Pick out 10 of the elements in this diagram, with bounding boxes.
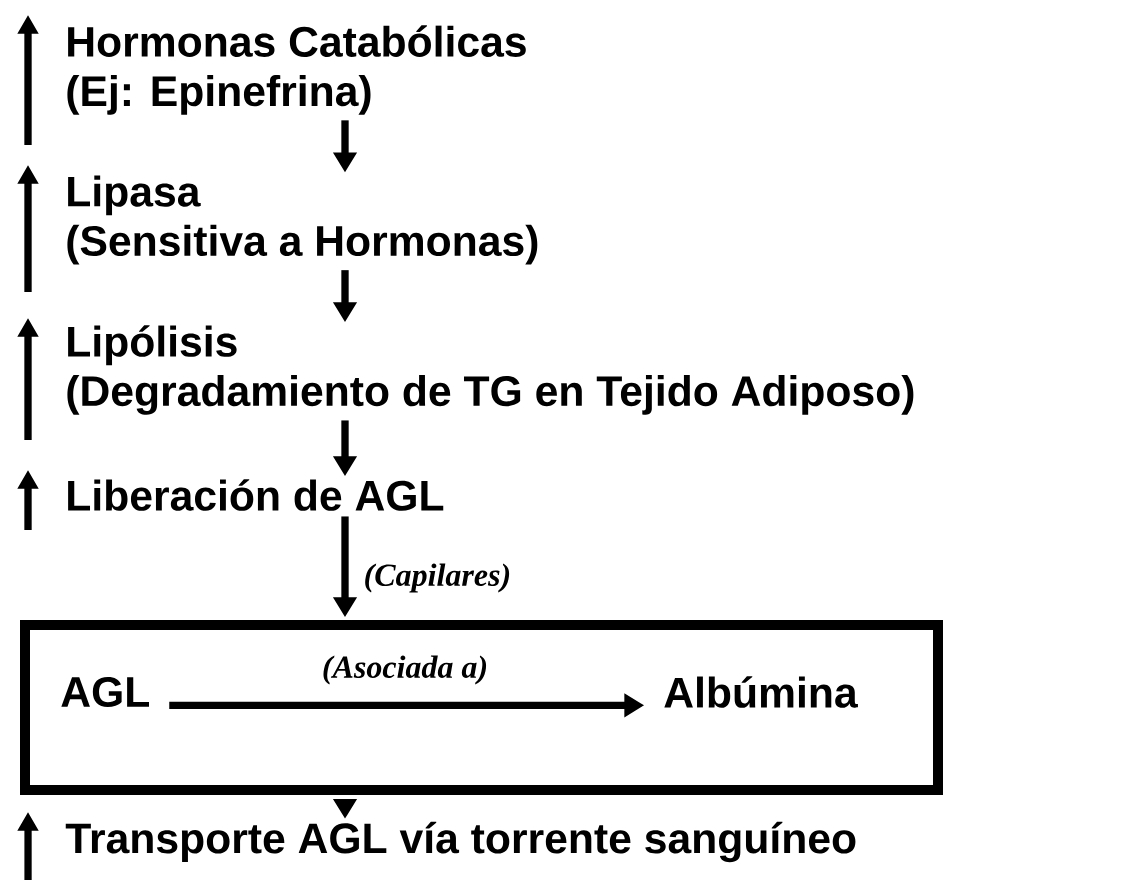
step-text: Hormonas Catabólicas (Ej: Epinefrina) xyxy=(67,25,526,115)
edge-label: (Capilares) xyxy=(362,562,513,594)
frame-box xyxy=(20,620,943,795)
step-text: Transporte AGL vía torrente sanguíneo xyxy=(65,821,856,863)
step-text: AGL xyxy=(61,676,149,708)
step-text: Albúmina xyxy=(664,676,858,708)
step-text: Liberación de AGL xyxy=(68,479,444,511)
edge-label: (Asociada a) xyxy=(320,654,490,686)
step-text: Lipólisis (Degradamiento de TG en Tejido Adiposo) xyxy=(67,325,914,415)
step-text: Lipasa (Sensitiva a Hormonas) xyxy=(67,175,538,265)
